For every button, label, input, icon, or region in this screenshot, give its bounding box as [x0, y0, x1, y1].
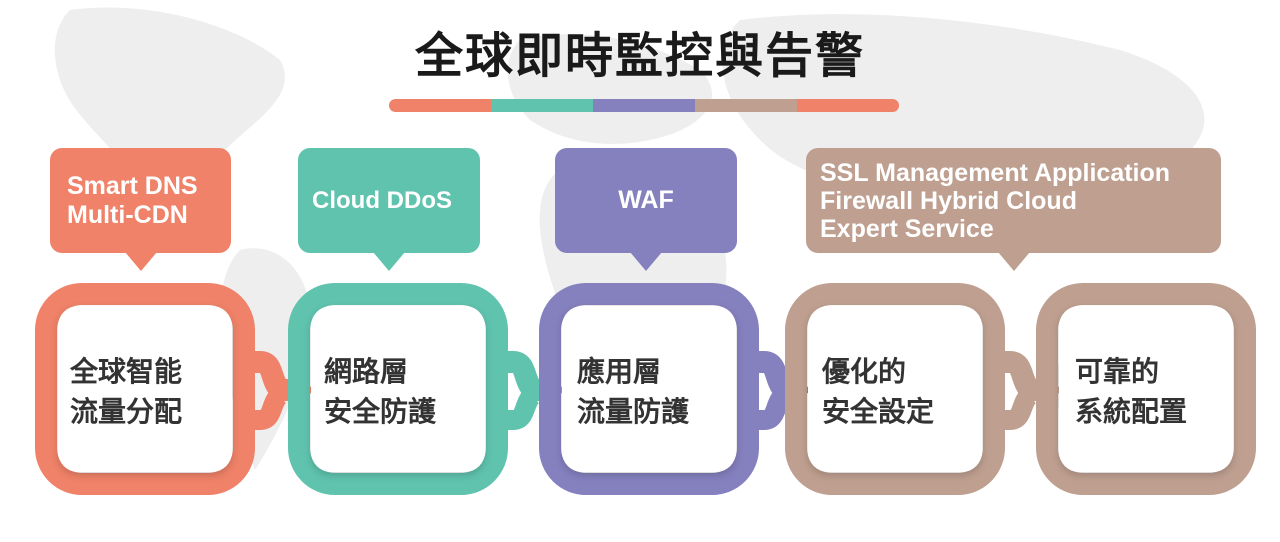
callout-cloud-ddos: Cloud DDoS [298, 148, 480, 271]
step-card-reliable-system [1059, 306, 1233, 472]
callout-ssl-firewall-expert: SSL Management Application Firewall Hybr… [806, 148, 1221, 271]
step-line: 安全防護 [324, 395, 437, 428]
color-bar-segment-3 [593, 99, 695, 112]
callout-line: Expert Service [820, 214, 994, 243]
page-title: 全球即時監控與告警 [414, 28, 865, 84]
connector-tail-1 [240, 386, 287, 430]
callout-line: Multi-CDN [67, 200, 188, 229]
callout-line: Cloud DDoS [312, 187, 452, 214]
step-frame-network-layer [288, 283, 508, 495]
step-frame-application-layer [539, 283, 759, 495]
color-bar-segment-4 [695, 99, 797, 112]
callout-smart-dns: Smart DNS Multi-CDN [50, 148, 231, 271]
step-line: 應用層 [577, 355, 662, 388]
connector-2 [493, 351, 543, 401]
step-card-application-layer [562, 306, 736, 472]
color-bar-segment-1 [389, 99, 491, 112]
step-card-network-layer [311, 306, 485, 472]
step-frame-global-traffic [35, 283, 255, 495]
step-card-global-traffic [58, 306, 232, 472]
step-line: 安全設定 [822, 395, 935, 428]
connector-4 [990, 351, 1040, 401]
connector-3 [744, 351, 793, 401]
connector-tail-2 [493, 386, 540, 430]
step-line: 全球智能 [70, 355, 183, 388]
step-frame-optimized-security [785, 283, 1005, 495]
step-label-global-traffic: 全球智能 流量分配 [70, 352, 182, 432]
step-label-optimized-security: 優化的 安全設定 [822, 352, 934, 432]
step-line: 網路層 [324, 355, 409, 388]
title-color-bar [389, 99, 899, 112]
color-bar-segment-2 [491, 99, 593, 112]
step-frame-reliable-system [1036, 283, 1256, 495]
step-line: 優化的 [822, 355, 907, 388]
step-label-application-layer: 應用層 流量防護 [577, 352, 689, 432]
callout-line: WAF [618, 186, 674, 214]
step-line: 系統配置 [1075, 395, 1188, 428]
step-label-reliable-system: 可靠的 系統配置 [1075, 352, 1187, 432]
callout-waf: WAF [555, 148, 737, 271]
connector-1 [240, 351, 292, 401]
step-line: 可靠的 [1075, 355, 1160, 388]
callout-line: Firewall Hybrid Cloud [820, 186, 1077, 215]
step-label-network-layer: 網路層 安全防護 [324, 352, 436, 432]
step-card-optimized-security [808, 306, 982, 472]
connector-tail-4 [990, 386, 1037, 430]
connector-tail-3 [744, 386, 791, 430]
step-line: 流量分配 [70, 395, 183, 428]
callout-line: Smart DNS [67, 171, 198, 200]
step-line: 流量防護 [577, 395, 690, 428]
color-bar-segment-5 [797, 99, 899, 112]
callout-line: SSL Management Application [820, 158, 1171, 187]
